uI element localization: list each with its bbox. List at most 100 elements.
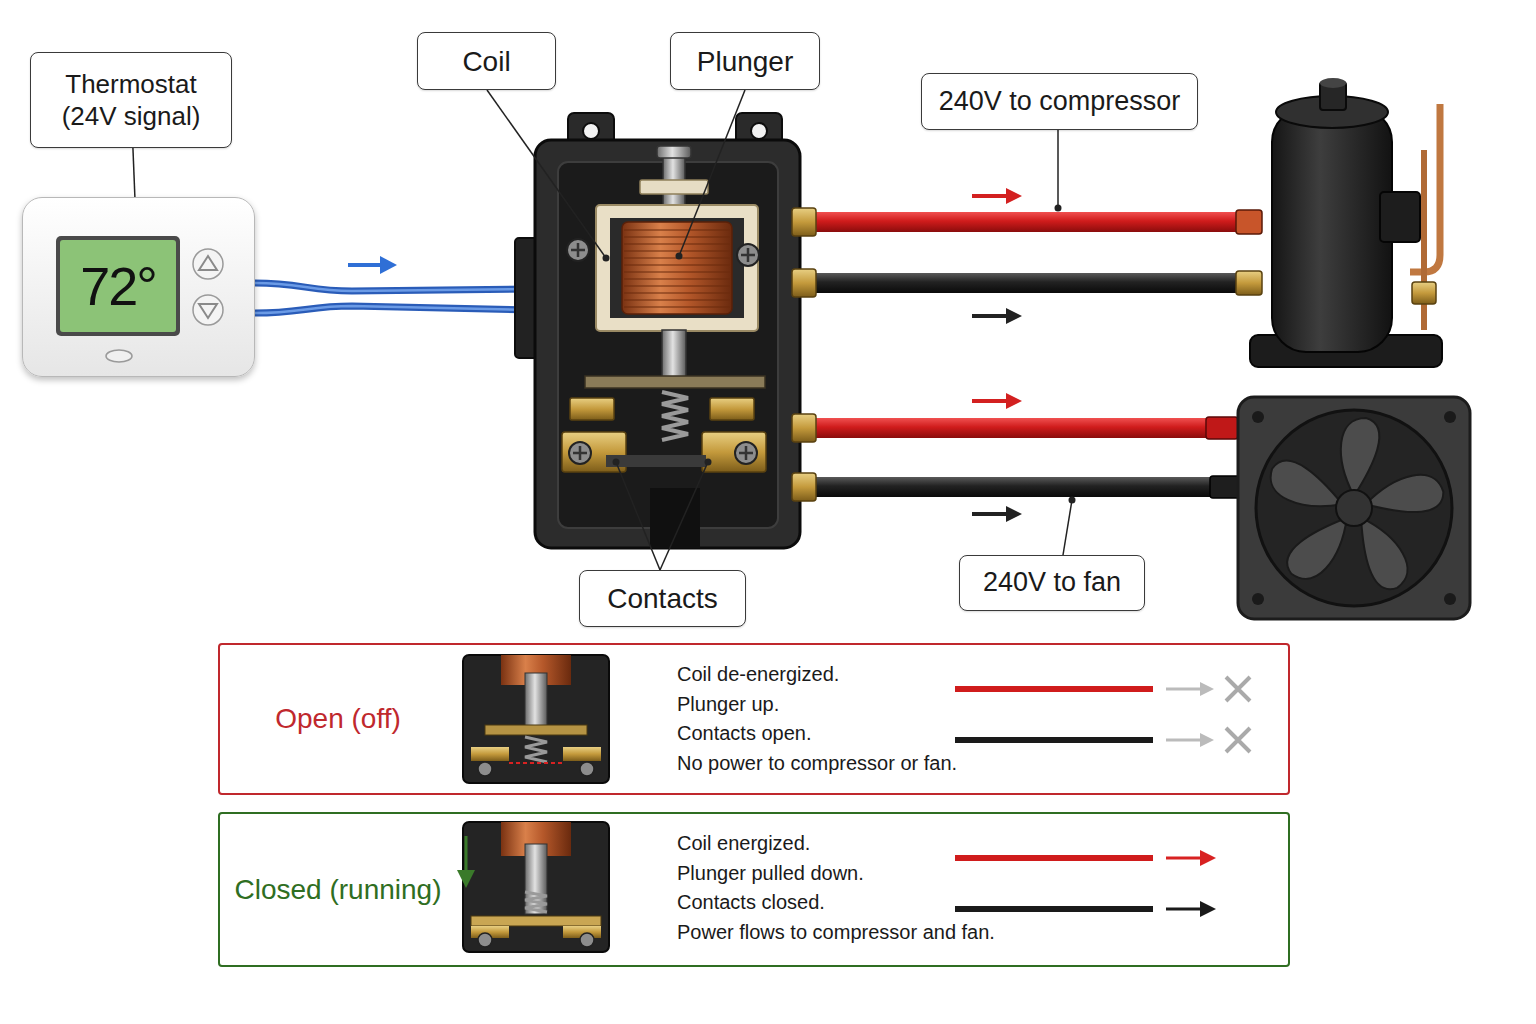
coil-turn <box>624 243 730 244</box>
down-button <box>193 295 223 325</box>
fan-screw-hole <box>1444 411 1456 423</box>
service-valve <box>1412 282 1436 304</box>
callout-box: Coil <box>417 32 556 90</box>
leader-dot <box>613 459 620 466</box>
thumb-spring <box>525 737 547 762</box>
thumb-screw <box>478 933 492 947</box>
fan-screw-hole <box>1252 593 1264 605</box>
state-description: Coil de-energized. <box>677 659 839 689</box>
state-panel: Open (off)Coil de-energized.Plunger up.C… <box>218 643 1290 795</box>
screw-slot <box>571 243 585 257</box>
mounting-hole <box>751 123 767 139</box>
plunger-rod <box>662 330 686 378</box>
open-gap <box>509 762 563 764</box>
connector-line <box>133 148 135 197</box>
panel-wire <box>955 686 1153 692</box>
signal-wire-highlight <box>255 306 532 313</box>
thumb-contact <box>471 747 509 761</box>
thumb-plunger <box>525 844 547 914</box>
up-button <box>193 249 223 279</box>
power-wire-line <box>812 418 1210 438</box>
thermostat-device: 72° <box>22 197 255 377</box>
no-power-mark <box>1226 728 1250 752</box>
moving-contact <box>710 398 754 420</box>
blocked-arrow <box>1166 739 1200 742</box>
down-arrow <box>199 304 217 318</box>
thumb-carrier <box>471 916 601 926</box>
power-wire-neutral <box>812 477 1214 497</box>
contactor-closed-thumb <box>463 822 609 952</box>
blocked-arrow-head <box>1200 733 1214 747</box>
leader-dot <box>1055 205 1062 212</box>
wire-fitting <box>1236 271 1262 295</box>
contactor-housing <box>535 140 800 548</box>
flow-arrow <box>348 263 382 267</box>
compressor-shell <box>1272 108 1392 352</box>
screw-slot <box>573 446 587 460</box>
coil-turn <box>624 229 730 230</box>
signal-wire <box>255 306 532 313</box>
terminal-lug <box>792 473 816 501</box>
thumb-spring <box>525 892 547 912</box>
leader-line <box>487 90 606 258</box>
thumb-contact <box>563 747 601 761</box>
contactor-cavity <box>558 162 778 528</box>
leader-line <box>660 462 708 570</box>
callout-box: Contacts <box>579 570 746 627</box>
up-arrow <box>199 256 217 270</box>
flow-arrow <box>972 314 1008 318</box>
temperature-reading: 72° <box>60 240 176 332</box>
fan-blade <box>1341 418 1379 496</box>
coil-turn <box>624 271 730 272</box>
leader-dot <box>705 459 712 466</box>
flow-arrow <box>972 399 1008 403</box>
fan-rotor <box>1264 418 1447 596</box>
power-arrow <box>1166 857 1200 860</box>
blocked-arrow <box>1166 688 1200 691</box>
plunger-cap <box>657 146 691 158</box>
thumb-housing <box>463 655 609 783</box>
flow-arrow-head <box>1006 308 1022 324</box>
coil-turn <box>624 250 730 251</box>
callout-box: 240V to fan <box>959 555 1145 611</box>
contact-carrier <box>585 376 765 388</box>
leader-line <box>1063 500 1072 555</box>
flow-arrow <box>972 194 1008 198</box>
state-description: Power flows to compressor and fan. <box>677 917 995 947</box>
mounting-hole <box>583 123 599 139</box>
fan-shroud <box>1256 410 1452 606</box>
pull-down-arrow <box>465 836 468 872</box>
return-spring <box>662 392 688 440</box>
screw-slot <box>739 446 753 460</box>
fan-blade <box>1361 468 1447 529</box>
contactor-open-thumb <box>463 655 609 783</box>
thumb-screw <box>580 933 594 947</box>
no-power-mark <box>1226 677 1250 701</box>
panel-wire <box>955 737 1153 743</box>
fixed-contact <box>702 432 766 472</box>
screw <box>567 239 589 261</box>
coil-turn <box>624 278 730 279</box>
callout-label: Thermostat (24V signal) <box>41 68 221 133</box>
leader-line <box>1057 130 1059 208</box>
coil-turn <box>624 299 730 300</box>
coil-frame <box>596 205 758 331</box>
state-description: Contacts closed. <box>677 887 825 917</box>
fan-housing <box>1238 397 1470 619</box>
wire-cap <box>1210 476 1240 498</box>
contact-base <box>606 455 706 467</box>
wire-fitting <box>1236 210 1262 234</box>
state-description: Plunger pulled down. <box>677 858 864 888</box>
state-description: No power to compressor or fan. <box>677 748 957 778</box>
leader-dot <box>603 255 610 262</box>
terminal-box <box>1380 192 1420 242</box>
power-arrow <box>1166 908 1200 911</box>
coil-turn <box>624 292 730 293</box>
flow-arrow-head <box>1006 393 1022 409</box>
terminal-lug <box>792 208 816 236</box>
power-arrow-head <box>1200 901 1216 917</box>
fan-hub <box>1336 490 1372 526</box>
screw <box>569 442 591 464</box>
blocked-arrow-head <box>1200 682 1214 696</box>
